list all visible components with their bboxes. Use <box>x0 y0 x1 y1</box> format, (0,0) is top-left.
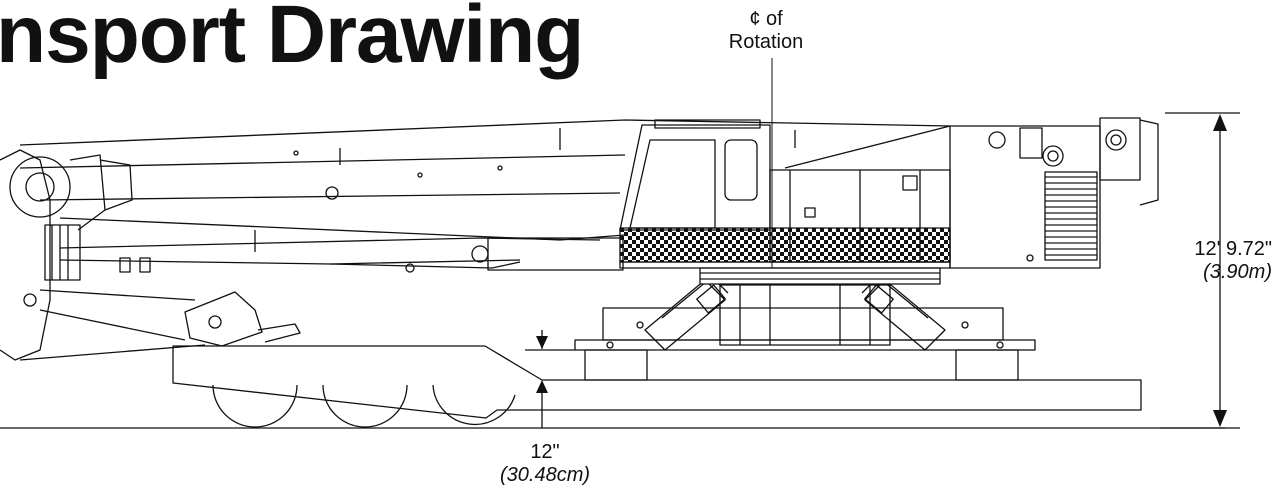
hook-block <box>19 289 301 361</box>
clearance-dimension-label: 12" (30.48cm) <box>480 441 610 487</box>
carbody <box>574 284 1036 351</box>
centerline-label: ¢ of Rotation <box>706 8 826 54</box>
clearance-dimension <box>525 330 575 428</box>
clearance-imperial: 12" <box>530 441 560 463</box>
height-imperial: 12' 9.72" <box>1194 238 1272 260</box>
trailer-wheels <box>212 384 516 428</box>
trailer-deck <box>172 345 1142 419</box>
page-title: nsport Drawing <box>0 0 584 80</box>
rotation-label: Rotation <box>728 31 804 53</box>
wheel <box>212 384 298 428</box>
centerline-word: of <box>766 8 783 30</box>
cribbing-block <box>955 349 1019 381</box>
wheel <box>432 384 516 426</box>
clearance-metric: (30.48cm) <box>499 464 591 486</box>
operator-cab <box>619 119 771 231</box>
boom-head <box>0 149 133 361</box>
outrigger-jack-left <box>644 276 729 351</box>
outrigger-jack-right <box>861 276 946 351</box>
height-dimension <box>1160 112 1240 429</box>
dimension-arrows <box>536 114 1227 427</box>
centerline-symbol: ¢ <box>749 8 761 30</box>
cribbing-block <box>584 349 648 381</box>
wheel <box>322 384 408 428</box>
boom <box>19 119 951 273</box>
upper-deck <box>619 227 951 263</box>
machinery-house <box>769 117 1159 269</box>
swing-bearing <box>699 267 941 285</box>
